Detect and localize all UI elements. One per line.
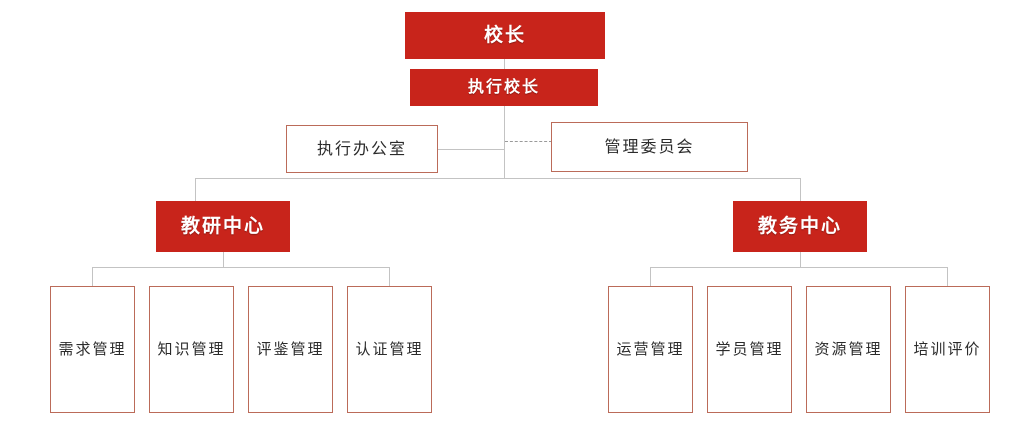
node-leaf-academic-4[interactable]: 培训评价	[905, 286, 990, 413]
connector-research-leaf-drop-4	[389, 267, 390, 286]
node-research-center-label: 教研中心	[180, 214, 265, 237]
node-leaf-research-1[interactable]: 需求管理	[50, 286, 135, 413]
node-leaf-research-4-label: 认证管理	[355, 339, 424, 358]
connector-exec-office-stub	[438, 149, 505, 150]
node-leaf-academic-1[interactable]: 运营管理	[608, 286, 693, 413]
node-leaf-research-2[interactable]: 知识管理	[149, 286, 234, 413]
node-leaf-academic-1-label: 运营管理	[616, 339, 685, 358]
connector-academic-leaf-bus	[650, 267, 947, 268]
node-principal[interactable]: 校长	[405, 12, 605, 59]
node-leaf-academic-3-label: 资源管理	[814, 339, 883, 358]
node-leaf-academic-2-label: 学员管理	[715, 339, 784, 358]
node-research-center[interactable]: 教研中心	[156, 201, 290, 252]
connector-research-leaf-drop-1	[92, 267, 93, 286]
node-leaf-research-1-label: 需求管理	[58, 339, 127, 358]
node-executive-principal[interactable]: 执行校长	[410, 69, 598, 106]
connector-academic-leaf-drop-1	[650, 267, 651, 286]
connector-bus-drop-research-center	[195, 178, 196, 201]
node-academic-center-label: 教务中心	[757, 214, 842, 237]
node-principal-label: 校长	[483, 23, 526, 46]
connector-exec-principal-trunk	[504, 106, 505, 179]
connector-principal-to-exec-principal	[504, 59, 505, 69]
connector-research-leaf-bus	[92, 267, 389, 268]
node-executive-office-label: 执行办公室	[316, 138, 407, 158]
node-leaf-academic-3[interactable]: 资源管理	[806, 286, 891, 413]
connector-bus-drop-academic-center	[800, 178, 801, 201]
node-executive-principal-label: 执行校长	[467, 77, 540, 97]
connector-academic-leaf-drop-4	[947, 267, 948, 286]
node-leaf-research-4[interactable]: 认证管理	[347, 286, 432, 413]
node-leaf-research-2-label: 知识管理	[157, 339, 226, 358]
node-management-committee-label: 管理委员会	[604, 136, 695, 156]
node-academic-center[interactable]: 教务中心	[733, 201, 867, 252]
node-leaf-academic-2[interactable]: 学员管理	[707, 286, 792, 413]
node-leaf-academic-4-label: 培训评价	[913, 339, 982, 358]
connector-academic-center-stem	[800, 252, 801, 267]
node-executive-office[interactable]: 执行办公室	[286, 125, 438, 173]
node-leaf-research-3[interactable]: 评鉴管理	[248, 286, 333, 413]
connector-level4-bus	[195, 178, 801, 179]
connector-mgmt-committee-dashed	[505, 141, 552, 142]
connector-research-center-stem	[223, 252, 224, 267]
node-leaf-research-3-label: 评鉴管理	[256, 339, 325, 358]
node-management-committee[interactable]: 管理委员会	[551, 122, 748, 172]
